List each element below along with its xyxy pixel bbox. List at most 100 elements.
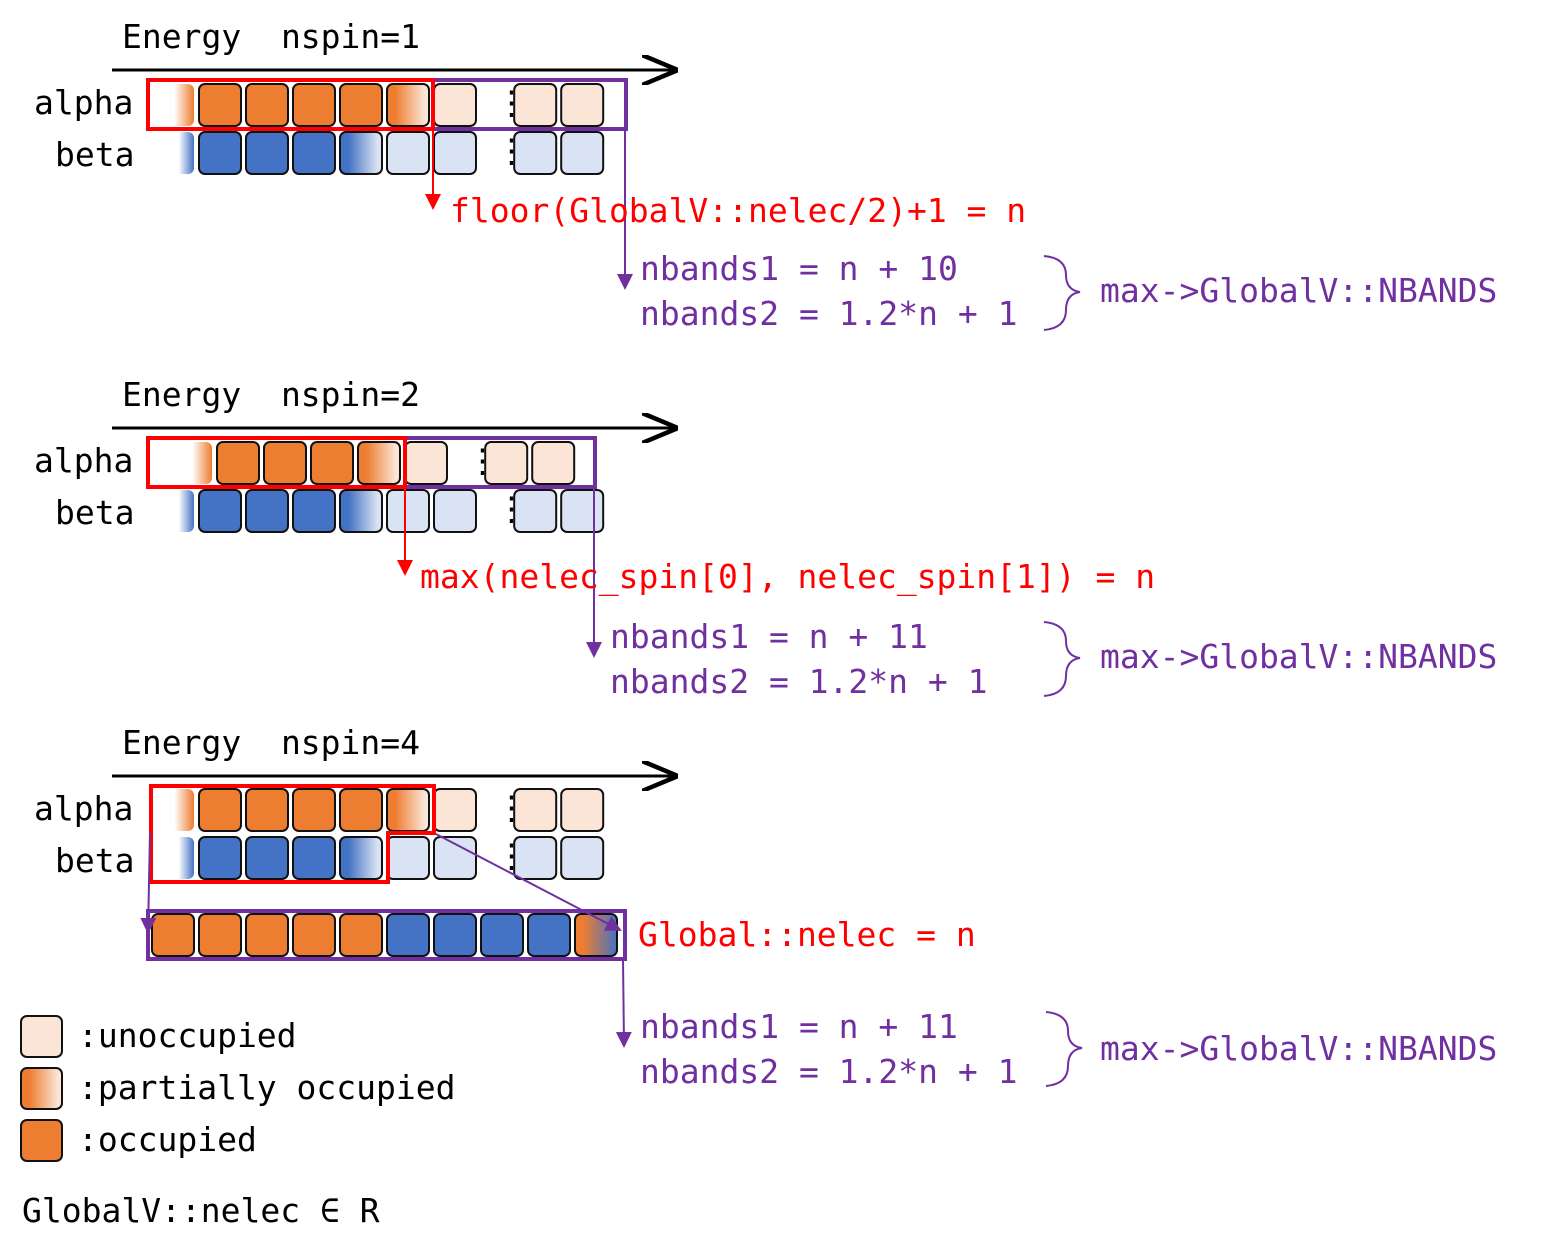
unoccupied-band xyxy=(560,489,605,533)
alpha-label: alpha xyxy=(34,83,133,122)
alpha-bands: ⋮ xyxy=(172,83,605,127)
alpha-bands: ⋮ xyxy=(190,441,576,485)
nbands2-formula: nbands2 = 1.2*n + 1 xyxy=(640,1052,1018,1091)
unoccupied-band xyxy=(386,836,430,880)
occupied-band xyxy=(292,836,336,880)
brace-icon xyxy=(1043,621,1081,697)
unoccupied-band xyxy=(433,489,477,533)
unoccupied-band xyxy=(560,788,605,832)
alpha-label: alpha xyxy=(34,789,133,828)
occupied-band xyxy=(292,913,336,957)
partially-occupied-band xyxy=(339,131,383,175)
occupied-band xyxy=(292,131,336,175)
occupied-band xyxy=(216,441,260,485)
occupied-band xyxy=(263,441,307,485)
occupied-band xyxy=(292,489,336,533)
faded-band xyxy=(172,490,194,532)
nbands2-formula: nbands2 = 1.2*n + 1 xyxy=(640,294,1018,333)
unoccupied-band xyxy=(386,489,430,533)
occupied-band xyxy=(480,913,524,957)
unoccupied-band xyxy=(484,441,529,485)
faded-band xyxy=(172,84,194,126)
occupied-band xyxy=(198,836,242,880)
brace-icon xyxy=(1045,1011,1083,1087)
legend: :unoccupied :partially occupied :occupied xyxy=(20,1015,456,1162)
unoccupied-band xyxy=(433,83,477,127)
occupied-band xyxy=(339,788,383,832)
legend-swatch xyxy=(20,1119,63,1162)
panel-1-title: Energy nspin=1 xyxy=(122,17,420,56)
occupied-band xyxy=(292,83,336,127)
occupied-band xyxy=(198,913,242,957)
occupied-band xyxy=(198,131,242,175)
occupied-box xyxy=(149,784,436,884)
occupied-band xyxy=(198,489,242,533)
brace-icon xyxy=(1043,255,1081,331)
unoccupied-band xyxy=(433,788,477,832)
occupied-band xyxy=(245,836,289,880)
unoccupied-band xyxy=(513,788,558,832)
combined-bands xyxy=(151,913,618,957)
unoccupied-band xyxy=(513,83,558,127)
panel-2-title: Energy nspin=2 xyxy=(122,375,420,414)
occupied-box xyxy=(146,436,407,489)
occupied-band xyxy=(198,788,242,832)
occupied-band xyxy=(245,131,289,175)
occupied-band xyxy=(433,913,477,957)
unoccupied-band xyxy=(513,131,558,175)
occupied-band xyxy=(245,83,289,127)
max-result: max->GlobalV::NBANDS xyxy=(1100,637,1497,676)
red-formula: max(nelec_spin[0], nelec_spin[1]) = n xyxy=(420,557,1155,597)
nbands2-formula: nbands2 = 1.2*n + 1 xyxy=(610,662,988,701)
occupied-band xyxy=(292,788,336,832)
legend-label: :partially occupied xyxy=(78,1068,456,1107)
panel-3-title: Energy nspin=4 xyxy=(122,723,420,762)
beta-label: beta xyxy=(55,493,134,532)
legend-swatch xyxy=(20,1015,63,1058)
partially-occupied-band xyxy=(339,489,383,533)
legend-label: :occupied xyxy=(78,1120,257,1159)
occupied-band xyxy=(386,913,430,957)
beta-label: beta xyxy=(55,841,134,880)
legend-label: :unoccupied xyxy=(78,1016,297,1055)
footnote: GlobalV::nelec ∈ R xyxy=(22,1191,380,1230)
partially-occupied-band xyxy=(339,836,383,880)
beta-bands: ⋮ xyxy=(172,131,605,175)
legend-swatch xyxy=(20,1067,63,1110)
occupied-band xyxy=(339,913,383,957)
unoccupied-band xyxy=(404,441,448,485)
faded-band xyxy=(172,132,194,174)
partially-occupied-band xyxy=(386,83,430,127)
beta-label: beta xyxy=(55,135,134,174)
partially-occupied-band xyxy=(386,788,430,832)
occupied-band xyxy=(151,913,195,957)
nbands-box xyxy=(146,909,627,961)
max-result: max->GlobalV::NBANDS xyxy=(1100,271,1497,310)
unoccupied-band xyxy=(513,489,558,533)
unoccupied-band xyxy=(386,131,430,175)
purple-arrow xyxy=(435,833,622,931)
nbands1-formula: nbands1 = n + 11 xyxy=(640,1007,958,1046)
unoccupied-band xyxy=(560,131,605,175)
occupied-band xyxy=(245,489,289,533)
occupied-band xyxy=(310,441,354,485)
red-formula: Global::nelec = n xyxy=(638,915,976,954)
mixed-band xyxy=(574,913,618,957)
red-formula: floor(GlobalV::nelec/2)+1 = n xyxy=(450,191,1026,230)
faded-band xyxy=(172,789,194,831)
partially-occupied-band xyxy=(357,441,401,485)
unoccupied-band xyxy=(433,836,477,880)
occupied-band xyxy=(245,913,289,957)
unoccupied-band xyxy=(513,836,558,880)
beta-bands: ⋮ xyxy=(172,489,605,533)
purple-arrow xyxy=(615,958,632,1048)
max-result: max->GlobalV::NBANDS xyxy=(1100,1029,1497,1068)
unoccupied-band xyxy=(560,836,605,880)
unoccupied-band xyxy=(433,131,477,175)
unoccupied-band xyxy=(531,441,576,485)
nbands1-formula: nbands1 = n + 11 xyxy=(610,617,928,656)
faded-band xyxy=(172,837,194,879)
beta-bands: ⋮ xyxy=(172,836,605,880)
occupied-band xyxy=(198,83,242,127)
